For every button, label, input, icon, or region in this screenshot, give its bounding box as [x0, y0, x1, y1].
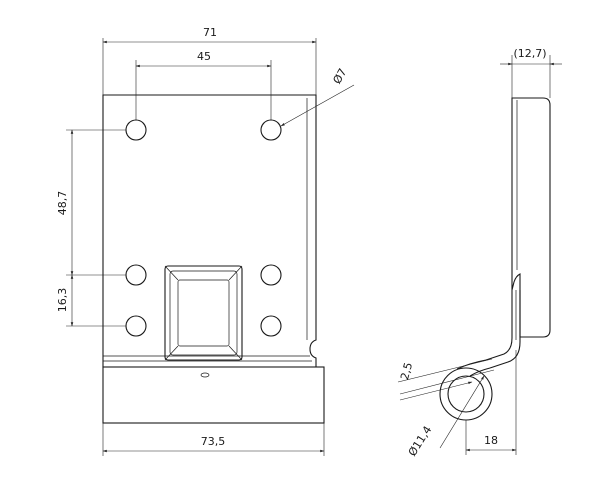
side-plate: [511, 97, 551, 338]
dim-73-5: 73,5: [201, 435, 226, 448]
hole-mid-left: [125, 264, 147, 286]
side-bent-leg: [485, 290, 513, 361]
hole-bottom-left: [125, 315, 147, 337]
hole-bottom-right: [260, 315, 282, 337]
dim-18: 18: [484, 434, 498, 447]
front-view: 71 45 Ø7 48,7 16,3 73,5: [56, 26, 355, 456]
side-eye-inner: [447, 375, 485, 413]
dim-12-7: (12,7): [513, 47, 546, 60]
small-mark: [200, 372, 210, 378]
square-pocket: [164, 265, 243, 361]
dim-48-7: 48,7: [56, 191, 69, 216]
hole-top-left: [125, 119, 147, 141]
leader-hole-diameter: [280, 84, 355, 127]
hole-mid-right: [260, 264, 282, 286]
side-view: (12,7) 2,5 Ø11,4 18: [397, 47, 562, 459]
bottom-flange: [102, 366, 325, 424]
dim-eye-diameter: Ø11,4: [406, 424, 435, 459]
dim-16-3: 16,3: [56, 288, 69, 313]
dim-45: 45: [197, 50, 211, 63]
plate-outline: [102, 94, 317, 368]
leader-eye-diameter: [439, 375, 485, 449]
dim-hole-diameter: Ø7: [330, 66, 349, 86]
dim-line-2-5: [397, 358, 493, 383]
hole-top-right: [260, 119, 282, 141]
dim-71: 71: [203, 26, 217, 39]
dim-2-5: 2,5: [398, 361, 415, 381]
mounting-holes: [125, 119, 282, 337]
